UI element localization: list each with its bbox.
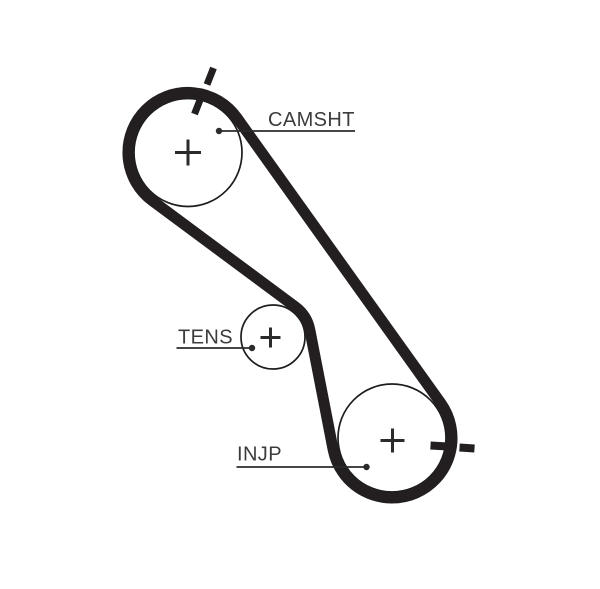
injection-pump-leader-dot	[363, 463, 370, 471]
camshaft-label: CAMSHT	[268, 109, 355, 131]
camshaft-leader-dot	[215, 127, 223, 135]
injection-pump-label: INJP	[237, 444, 282, 466]
tensioner-label: TENS	[178, 327, 233, 349]
tensioner-leader-line	[176, 344, 256, 352]
tensioner-pulley-circle	[240, 304, 306, 370]
injection-pump-center-cross-icon	[380, 428, 405, 453]
camshaft-pulley-circle	[133, 97, 243, 208]
injection-pump-pulley-circle	[337, 383, 447, 493]
injection-pump-leader-line	[236, 463, 370, 471]
camshaft-leader-line	[215, 127, 355, 135]
camshaft-center-cross-icon	[175, 139, 201, 166]
camshaft-timing-mark-icon	[191, 66, 217, 116]
tensioner-center-cross-icon	[260, 327, 281, 348]
injection-pump-timing-mark-icon	[430, 441, 475, 453]
tensioner-leader-dot	[248, 344, 256, 352]
timing-belt	[122, 86, 458, 504]
